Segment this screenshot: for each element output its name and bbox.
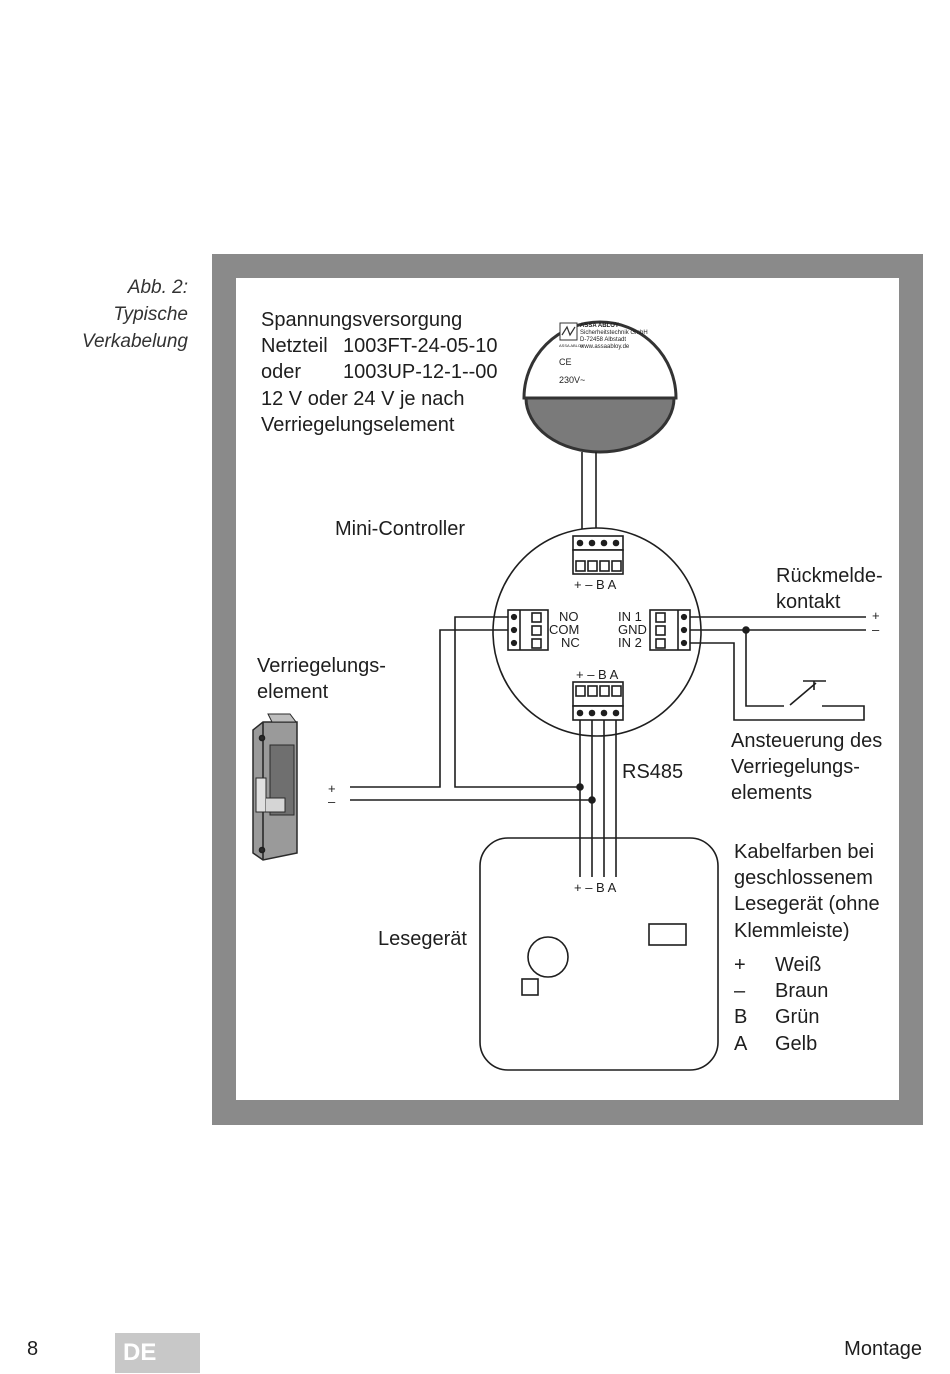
lock-label-line1: Verriegelungs-: [257, 655, 386, 677]
power-supply-voltage-note-2: Verriegelungselement: [261, 414, 455, 436]
psu-web: www.assaabloy.de: [580, 344, 630, 350]
rs485-label: RS485: [622, 761, 684, 783]
controller-bottom-pins: + – B A: [576, 667, 619, 682]
power-supply-model-2: 1003UP-12-1--00: [343, 361, 498, 383]
cable-color-name: Braun: [775, 980, 829, 1002]
mini-controller-label: Mini-Controller: [335, 518, 466, 540]
psu-company: Sicherheitstechnik GmbH: [580, 330, 648, 336]
reader-device: [479, 837, 719, 1071]
cable-color-symbol: B: [734, 1006, 748, 1028]
mini-controller-body: [492, 527, 702, 737]
language-badge: DE: [115, 1333, 200, 1373]
psu-logo-text: ASSA ABLOY: [559, 343, 584, 348]
relay-no-label: NO: [559, 609, 579, 624]
ce-mark: CE: [559, 357, 572, 367]
figure-number: Abb. 2:: [127, 277, 188, 298]
cable-color-symbol: A: [734, 1033, 748, 1055]
relay-terminal: [507, 609, 549, 651]
controller-top-pins: + – B A: [574, 577, 617, 592]
reader-label: Lesegerät: [378, 928, 467, 950]
cable-color-symbol: +: [734, 954, 746, 976]
power-supply-line3-prefix: oder: [261, 361, 302, 383]
feedback-label-line2: kontakt: [776, 591, 841, 613]
power-supply-title: Spannungsversorgung: [261, 309, 463, 331]
section-title: Montage: [844, 1338, 922, 1360]
control-label-line2: Verriegelungs-: [731, 756, 860, 778]
cable-color-name: Gelb: [775, 1033, 818, 1055]
cable-colors-line2: geschlossenem: [734, 867, 873, 889]
reader-pins: + – B A: [574, 880, 617, 895]
cable-colors-line4: Klemmleiste): [734, 920, 850, 942]
cable-color-name: Grün: [775, 1006, 820, 1028]
psu-brand: ASSA ABLOY: [580, 323, 619, 329]
relay-com-label: COM: [549, 622, 580, 637]
logo-mark-icon: [561, 325, 576, 337]
input-terminal: [649, 609, 691, 651]
lock-minus: –: [328, 794, 336, 809]
figure-caption: Abb. 2: Typische Verkabelung: [8, 274, 188, 355]
control-label-line3: elements: [731, 782, 813, 804]
in1-label: IN 1: [618, 609, 642, 624]
feedback-minus: –: [872, 622, 880, 637]
cable-color-symbol: –: [734, 980, 746, 1002]
cable-colors-line1: Kabelfarben bei: [734, 841, 875, 863]
controller-top-terminal: [572, 535, 624, 575]
control-label-line1: Ansteuerung des: [731, 730, 883, 752]
in2-label: IN 2: [618, 635, 642, 650]
feedback-plus: +: [872, 608, 880, 623]
lock-label-line2: element: [257, 681, 329, 703]
lock-plus: +: [328, 781, 336, 796]
feedback-label-line1: Rückmelde-: [776, 565, 883, 587]
power-supply-model-1: 1003FT-24-05-10: [343, 335, 498, 357]
psu-voltage: 230V~: [559, 375, 586, 385]
controller-bottom-terminal: [572, 681, 624, 721]
switch-contact: [789, 682, 817, 706]
cable-color-name: Weiß: [775, 954, 822, 976]
electric-strike-icon: [252, 713, 298, 861]
relay-nc-label: NC: [561, 635, 580, 650]
power-supply-voltage-note: 12 V oder 24 V je nach: [261, 388, 465, 410]
gnd-label: GND: [618, 622, 647, 637]
figure-title-line2: Verkabelung: [82, 331, 188, 352]
cable-colors-line3: Lesegerät (ohne: [734, 893, 880, 915]
psu-address: D-72458 Albstadt: [580, 337, 627, 343]
power-supply-unit: [522, 320, 678, 454]
power-supply-line2-prefix: Netzteil: [261, 335, 328, 357]
figure-title-line1: Typische: [113, 304, 188, 325]
page-number: 8: [27, 1338, 39, 1360]
